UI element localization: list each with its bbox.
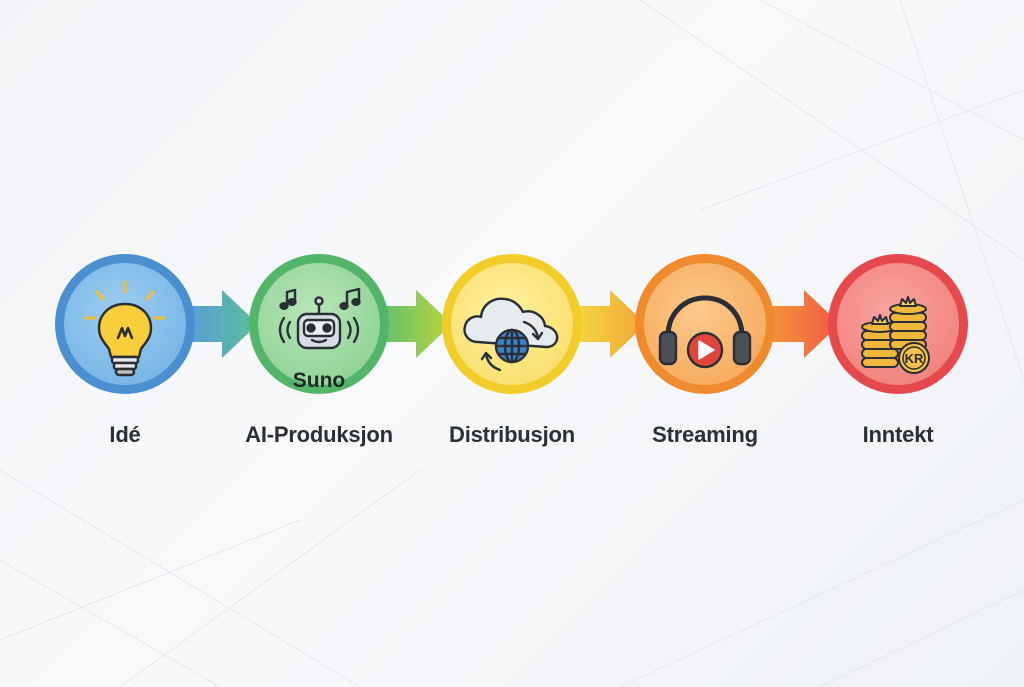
- stage-label-ai-production: AI-Produksjon: [245, 422, 393, 447]
- robot-icon: [278, 287, 361, 350]
- flow-arrow-2: [382, 290, 452, 358]
- stage-streaming: [635, 254, 775, 394]
- cloud-globe-icon: [463, 297, 559, 372]
- stage-label-income: Inntekt: [862, 422, 934, 447]
- stage-ai-production: Suno: [249, 254, 389, 394]
- stage-income: KR: [828, 254, 968, 394]
- headphones-play-icon: [658, 295, 752, 369]
- flow-arrow-3: [576, 290, 646, 358]
- stage-distribution: [442, 254, 582, 394]
- stage-label-idea: Idé: [109, 422, 141, 447]
- stage-label-streaming: Streaming: [652, 422, 758, 447]
- stage-idea: [55, 254, 195, 394]
- coins-icon: [861, 296, 930, 374]
- flow-arrow-4: [770, 290, 840, 358]
- stage-label-distribution: Distribusjon: [449, 422, 575, 447]
- lightbulb-icon: [84, 280, 166, 377]
- kr-coin-label: KR: [905, 351, 924, 366]
- suno-label: Suno: [293, 369, 346, 392]
- flow-arrow-1: [188, 290, 258, 358]
